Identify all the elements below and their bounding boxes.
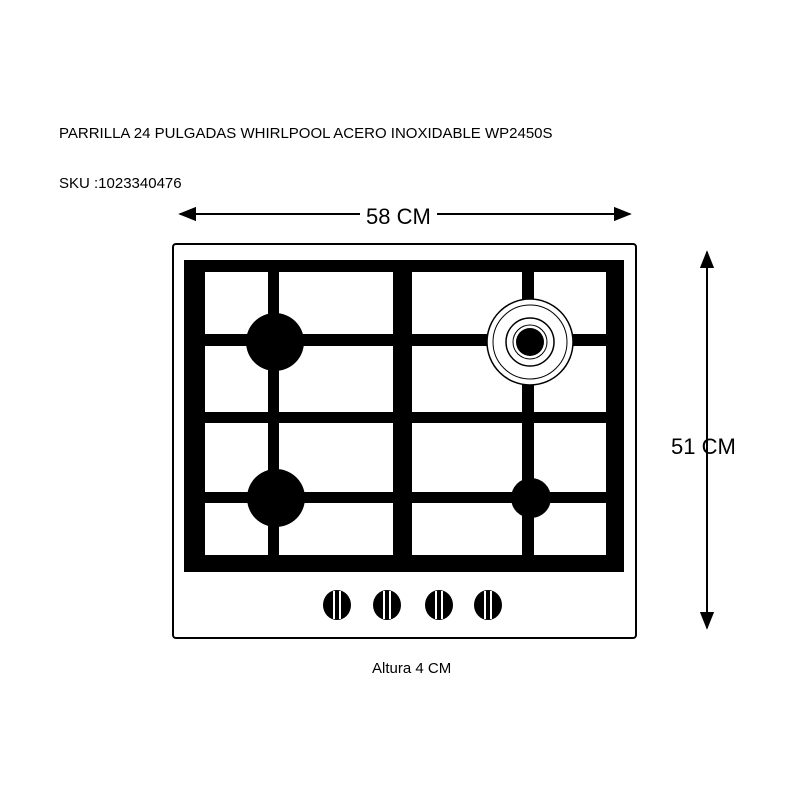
control-knobs <box>323 590 502 620</box>
height-dimension-label: Altura 4 CM <box>372 660 452 677</box>
burner-rear-left <box>246 313 304 371</box>
knob-3 <box>425 590 453 620</box>
width-dimension-label: 58 CM <box>360 204 437 230</box>
product-sku: SKU :1023340476 <box>59 175 182 192</box>
burner-front-left <box>247 469 305 527</box>
product-title: PARRILLA 24 PULGADAS WHIRLPOOL ACERO INO… <box>59 125 553 142</box>
knob-1 <box>323 590 351 620</box>
knob-2 <box>373 590 401 620</box>
depth-dimension-label: 51 CM <box>671 434 736 459</box>
knob-4 <box>474 590 502 620</box>
burner-grate <box>184 260 624 572</box>
burner-front-right <box>511 478 551 518</box>
cooktop-outline <box>172 243 637 639</box>
burner-rear-right <box>486 298 574 386</box>
